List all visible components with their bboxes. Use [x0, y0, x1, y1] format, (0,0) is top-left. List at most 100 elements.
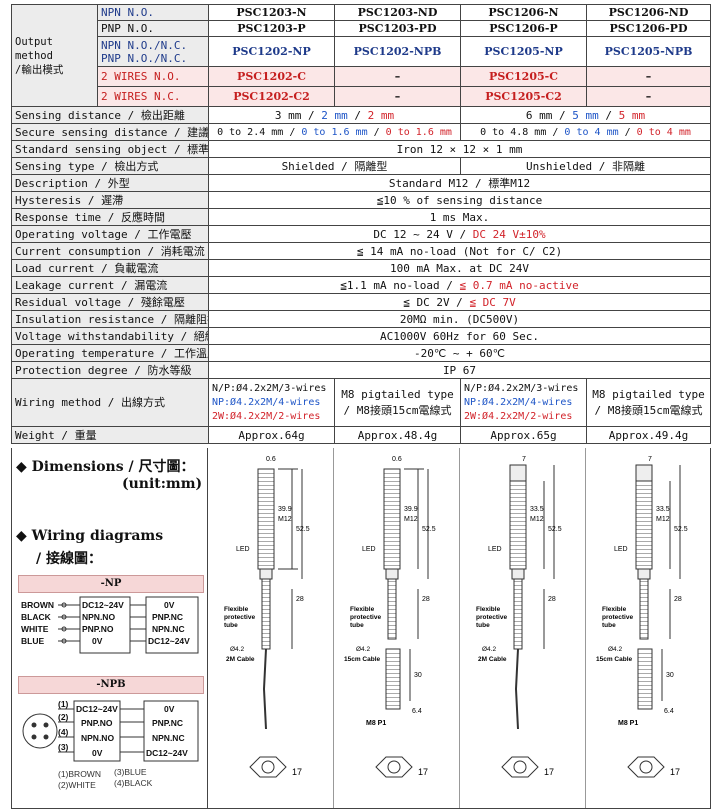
svg-text:protective: protective [476, 614, 507, 621]
spec-value: ≦ DC 2V / ≦ DC 7V [208, 293, 711, 311]
spec-value: 20MΩ min. (DC500V) [208, 310, 711, 328]
wiring-pigtail: M8 pigtailed type/ M8接頭15cm電線式 [586, 378, 711, 427]
model-cell: – [334, 66, 461, 87]
model-cell: PSC1203-P [208, 20, 335, 37]
np-mid: NPN.NO [82, 612, 115, 622]
svg-text:0.6: 0.6 [392, 456, 402, 463]
svg-text:Ø4.2: Ø4.2 [608, 646, 622, 653]
spec-value: Standard M12 / 標準M12 [208, 174, 711, 192]
type-npn-no: NPN N.O. [97, 4, 209, 21]
spec-label: Sensing distance / 檢出距離 [11, 106, 209, 124]
type-2w-no: 2 WIRES N.O. [97, 66, 209, 87]
svg-text:7: 7 [522, 456, 526, 463]
svg-text:15cm Cable: 15cm Cable [596, 656, 633, 663]
dimensions-heading: ◆ Dimensions / 尺寸圖： [16, 459, 195, 475]
npb-wiring-diagram: (1) (2) (4) (3) DC12~24V PNP.NO NPN.NO 0… [22, 699, 199, 790]
model-cell: PSC1206-N [460, 4, 587, 21]
model-cell: PSC1205-C [460, 66, 587, 87]
svg-text:LED: LED [362, 546, 376, 553]
model-cell: – [334, 86, 461, 107]
npb-right: 0V [164, 704, 175, 714]
model-cell: PSC1202-NP [208, 36, 335, 67]
npb-pin: (4) [58, 727, 69, 737]
np-left: BLUE [21, 636, 44, 646]
model-cell: PSC1205-C2 [460, 86, 587, 107]
npb-mid: PNP.NO [81, 718, 113, 728]
svg-text:tube: tube [350, 622, 364, 629]
svg-text:M12: M12 [404, 516, 418, 523]
svg-text:tube: tube [224, 622, 238, 629]
spec-label: Operating voltage / 工作電壓 [11, 225, 209, 243]
svg-text:M12: M12 [530, 516, 544, 523]
spec-label: Insulation resistance / 隔離阻抗 [11, 310, 209, 328]
svg-text:30: 30 [414, 672, 422, 679]
unit-label: (unit:mm) [122, 476, 203, 492]
svg-text:Flexible: Flexible [350, 606, 375, 613]
svg-text:LED: LED [614, 546, 628, 553]
drawing-2: 0.6 39.9 M12 52.5 LED 28 Flexible protec… [344, 456, 436, 778]
svg-text:2M Cable: 2M Cable [478, 656, 507, 663]
spec-label: Standard sensing object / 標準檢測物 [11, 140, 209, 158]
svg-text:7: 7 [648, 456, 652, 463]
svg-text:28: 28 [674, 596, 682, 603]
spec-value: 3 mm / 2 mm / 2 mm [208, 106, 461, 124]
wiring-pigtail: M8 pigtailed type/ M8接頭15cm電線式 [334, 378, 461, 427]
spec-value: Unshielded / 非隔離 [460, 157, 711, 175]
svg-text:28: 28 [422, 596, 430, 603]
output-method-label: Output method /輸出模式 [11, 4, 98, 107]
spec-value: IP 67 [208, 361, 711, 379]
spec-value: Iron 12 × 12 × 1 mm [208, 140, 711, 158]
svg-text:28: 28 [296, 596, 304, 603]
spec-label: Residual voltage / 殘餘電壓 [11, 293, 209, 311]
spec-label: Protection degree / 防水等級 [11, 361, 209, 379]
np-left: BLACK [21, 612, 52, 622]
svg-text:17: 17 [544, 767, 554, 777]
svg-text:52.5: 52.5 [296, 526, 310, 533]
svg-text:protective: protective [350, 614, 381, 621]
npb-legend: (4)BLACK [114, 778, 153, 788]
npb-mid: DC12~24V [76, 704, 118, 714]
npb-mid: NPN.NO [81, 733, 114, 743]
svg-text:52.5: 52.5 [548, 526, 562, 533]
svg-text:protective: protective [602, 614, 633, 621]
wiring-heading: ◆ Wiring diagrams [16, 528, 164, 544]
svg-text:30: 30 [666, 672, 674, 679]
npb-right: NPN.NC [152, 733, 185, 743]
np-right: 0V [164, 600, 175, 610]
spec-label: Load current / 負載電流 [11, 259, 209, 277]
model-cell: PSC1202-C [208, 66, 335, 87]
svg-text:Flexible: Flexible [224, 606, 249, 613]
spec-label: Secure sensing distance / 建議距離 [11, 123, 209, 141]
svg-text:Flexible: Flexible [602, 606, 627, 613]
spec-value: Shielded / 隔離型 [208, 157, 461, 175]
svg-text:17: 17 [292, 767, 302, 777]
drawing-3: 7 33.5 M12 52.5 LED 28 Flexible protecti… [476, 456, 562, 778]
svg-text:39.9: 39.9 [404, 506, 418, 513]
spec-value: 0 to 4.8 mm / 0 to 4 mm / 0 to 4 mm [460, 123, 711, 141]
type-np-line2: PNP N.O./N.C. [101, 51, 188, 65]
spec-label: Current consumption / 消耗電流 [11, 242, 209, 260]
model-cell: PSC1205-NP [460, 36, 587, 67]
wiring-heading-zh: / 接線圖： [36, 551, 102, 567]
svg-text:17: 17 [670, 767, 680, 777]
model-cell: PSC1206-ND [586, 4, 711, 21]
lower-panel [11, 448, 711, 809]
np-wiring-diagram: BROWN BLACK WHITE BLUE DC12~24V NPN.NO P… [21, 596, 199, 654]
svg-text:33.5: 33.5 [530, 506, 544, 513]
spec-label: Voltage withstandability / 絕緣耐壓 [11, 327, 209, 345]
svg-text:28: 28 [548, 596, 556, 603]
svg-text:tube: tube [476, 622, 490, 629]
svg-text:Flexible: Flexible [476, 606, 501, 613]
model-cell: PSC1205-NPB [586, 36, 711, 67]
npb-legend: (3)BLUE [114, 767, 147, 777]
np-mid: 0V [92, 636, 103, 646]
model-cell: PSC1203-ND [334, 4, 461, 21]
svg-text:2M Cable: 2M Cable [226, 656, 255, 663]
model-cell: PSC1203-N [208, 4, 335, 21]
spec-value: ≦1.1 mA no-load / ≦ 0.7 mA no-active [208, 276, 711, 294]
spec-value: ≦ 14 mA no-load (Not for C/ C2) [208, 242, 711, 260]
npb-legend: (1)BROWN [58, 769, 101, 779]
model-cell: – [586, 86, 711, 107]
